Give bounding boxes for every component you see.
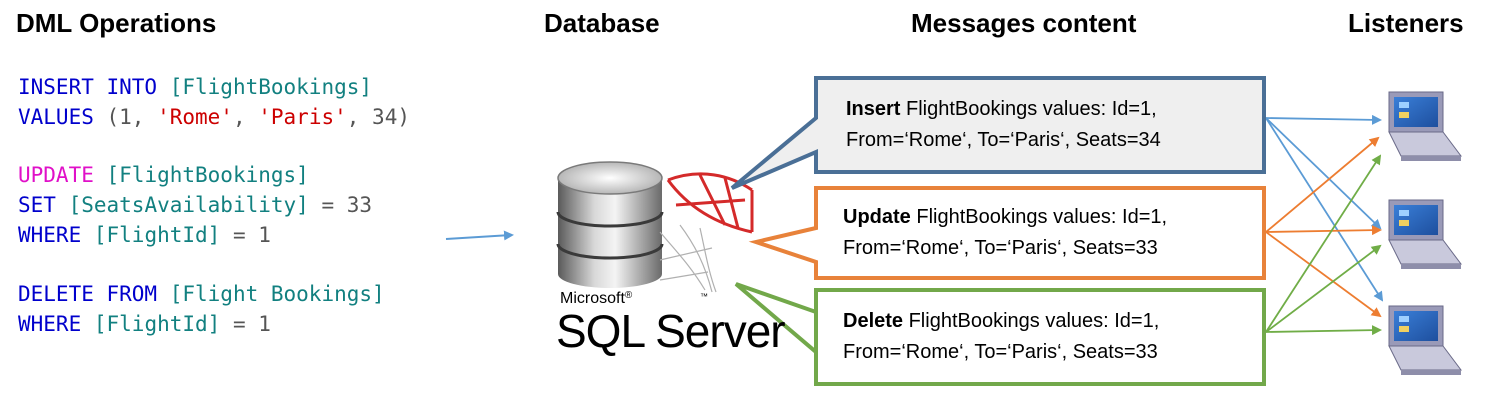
microsoft-brand: Microsoft bbox=[560, 290, 625, 307]
insert-message-values: FlightBookings values: Id=1, bbox=[900, 98, 1157, 120]
update-table: [FlightBookings] bbox=[106, 163, 309, 187]
insert-table: [FlightBookings] bbox=[169, 75, 373, 99]
update-message-line2: From=‘Rome‘, To=‘Paris‘, Seats=33 bbox=[843, 237, 1158, 259]
trademark-mark: ™ bbox=[700, 292, 708, 301]
insert-statement: INSERT INTO [FlightBookings] VALUES (1, … bbox=[18, 72, 410, 132]
registered-mark: ® bbox=[624, 290, 633, 301]
sql-server-logo-text: SQL Server bbox=[556, 304, 786, 358]
messages-content-heading: Messages content bbox=[911, 8, 1137, 38]
code-to-database-arrow bbox=[445, 230, 514, 241]
update-keyword: UPDATE bbox=[18, 163, 94, 187]
delete-message-line1: Delete FlightBookings values: Id=1, bbox=[843, 306, 1159, 337]
dml-operations-heading: DML Operations bbox=[16, 8, 217, 38]
listeners-heading: Listeners bbox=[1348, 8, 1464, 38]
laptop-icon bbox=[1388, 305, 1462, 375]
update-where-column: [FlightId] bbox=[93, 223, 221, 247]
insert-op-label: Insert bbox=[846, 98, 901, 120]
insert-message-line2: From=‘Rome‘, To=‘Paris‘, Seats=34 bbox=[846, 129, 1161, 151]
update-message-values: FlightBookings values: Id=1, bbox=[910, 206, 1168, 228]
delete-message: Delete FlightBookings values: Id=1, From… bbox=[843, 306, 1159, 368]
delete-keyword: DELETE FROM bbox=[18, 282, 158, 306]
delete-statement: DELETE FROM [Flight Bookings] WHERE [Fli… bbox=[18, 279, 385, 339]
insert-message: Insert FlightBookings values: Id=1, From… bbox=[846, 94, 1161, 156]
laptop-icon bbox=[1388, 91, 1462, 161]
database-heading: Database bbox=[544, 8, 660, 38]
delete-callout-box bbox=[734, 282, 1266, 386]
update-message: Update FlightBookings values: Id=1, From… bbox=[843, 202, 1167, 264]
set-column: [SeatsAvailability] bbox=[68, 193, 309, 217]
values-open: (1, bbox=[106, 105, 158, 129]
set-value: = 33 bbox=[308, 193, 373, 217]
insert-message-line1: Insert FlightBookings values: Id=1, bbox=[846, 94, 1161, 125]
delete-where-column: [FlightId] bbox=[93, 312, 221, 336]
update-statement: UPDATE [FlightBookings] SET [SeatsAvaila… bbox=[18, 160, 372, 250]
delete-op-label: Delete bbox=[843, 310, 904, 332]
set-keyword: SET bbox=[18, 193, 56, 217]
update-message-line1: Update FlightBookings values: Id=1, bbox=[843, 202, 1167, 233]
value-paris: 'Paris' bbox=[258, 105, 347, 129]
values-close: , 34) bbox=[346, 105, 410, 129]
delete-message-line2: From=‘Rome‘, To=‘Paris‘, Seats=33 bbox=[843, 341, 1158, 363]
values-separator: , bbox=[232, 105, 259, 129]
update-where-keyword: WHERE bbox=[18, 223, 82, 247]
database-cylinder-icon bbox=[556, 161, 664, 288]
update-op-label: Update bbox=[843, 206, 911, 228]
delete-where-value: = 1 bbox=[220, 312, 271, 336]
delete-connectors bbox=[1265, 154, 1382, 336]
delete-where-keyword: WHERE bbox=[18, 312, 82, 336]
value-rome: 'Rome' bbox=[157, 105, 233, 129]
laptop-icon bbox=[1388, 199, 1462, 269]
update-callout-box bbox=[748, 186, 1266, 280]
delete-message-values: FlightBookings values: Id=1, bbox=[903, 310, 1160, 332]
insert-callout-box bbox=[730, 76, 1266, 190]
sql-server-logo-icon bbox=[659, 172, 754, 293]
delete-table: [Flight Bookings] bbox=[169, 282, 385, 306]
values-keyword: VALUES bbox=[18, 105, 94, 129]
update-connectors bbox=[1265, 136, 1382, 318]
microsoft-logo-text: Microsoft® bbox=[560, 290, 632, 308]
sql-server-product: SQL Server bbox=[556, 305, 786, 357]
insert-keyword: INSERT INTO bbox=[18, 75, 158, 99]
update-where-value: = 1 bbox=[220, 223, 271, 247]
insert-connectors bbox=[1265, 114, 1384, 302]
